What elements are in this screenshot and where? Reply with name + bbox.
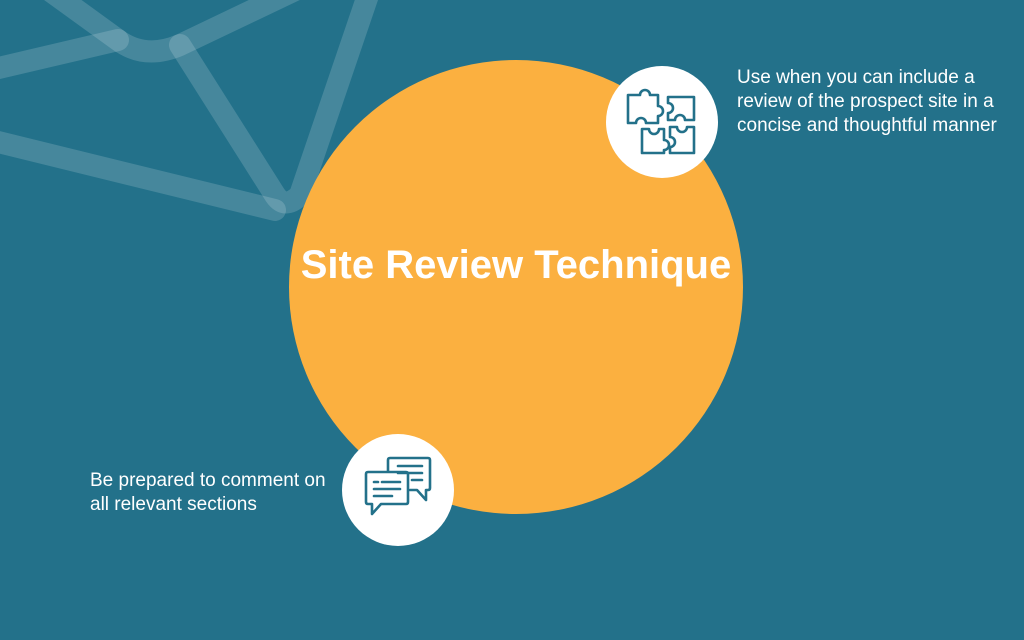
chat-badge xyxy=(342,434,454,546)
note-use-when: Use when you can include a review of the… xyxy=(737,67,997,136)
diagram-title: Site Review Technique xyxy=(300,243,732,287)
puzzle-badge xyxy=(606,66,718,178)
note-be-prepared: Be prepared to comment on all relevant s… xyxy=(90,470,326,515)
puzzle-icon xyxy=(626,88,696,155)
chat-bubbles-icon xyxy=(364,456,432,516)
